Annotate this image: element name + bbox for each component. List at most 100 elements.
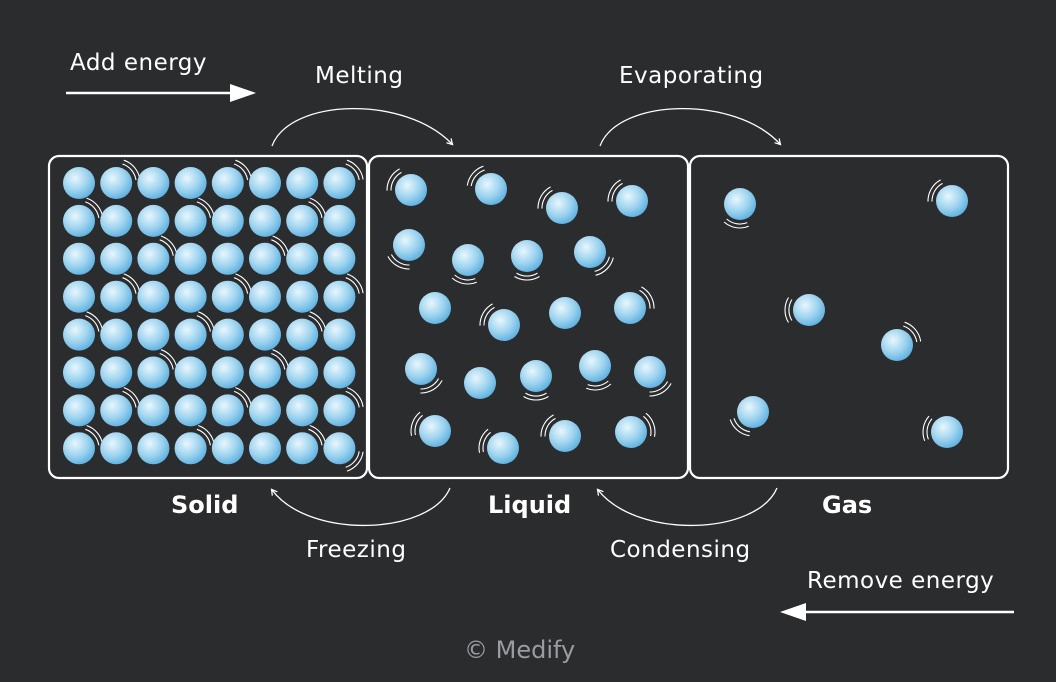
particle-sphere-icon [100,356,133,389]
particle-sphere-icon [614,292,646,324]
particle-sphere-icon [100,242,133,275]
vibration-arcs-icon [410,411,423,436]
vibration-arcs-icon [903,321,922,343]
particle-sphere-icon [323,318,356,351]
particle-sphere-icon [286,318,319,351]
particle-sphere-icon [452,244,484,276]
particle-sphere-icon [419,415,451,447]
particle-sphere-icon [100,432,133,465]
particle-sphere-icon [211,356,244,389]
particle-sphere-icon [249,356,281,389]
remove-energy-arrow [780,603,1014,621]
particle-sphere-icon [174,432,207,465]
particle-sphere-icon [100,394,133,427]
particle-sphere-icon [323,242,356,275]
vibration-arcs-icon [345,273,364,294]
particle-sphere-icon [323,356,356,389]
particle-sphere-icon [286,204,319,237]
freezing-arrow [270,487,451,527]
particle-sphere-icon [634,356,666,388]
particle-sphere-icon [137,167,170,199]
particle-sphere-icon [100,318,133,351]
particle-sphere-icon [63,242,95,275]
vibration-arcs-icon [514,272,540,281]
particle-sphere-icon [100,280,133,313]
vibration-arcs-icon [927,179,943,202]
particle-sphere-icon [137,394,170,427]
particle-sphere-icon [323,167,356,199]
gas-particles [723,179,968,448]
liquid-label: Liquid [488,491,572,519]
vibration-arcs-icon [643,412,656,437]
particle-sphere-icon [174,394,207,427]
vibration-arcs-icon [386,168,402,191]
solid-particles [63,159,364,472]
particle-sphere-icon [579,350,611,382]
particle-sphere-icon [137,318,170,351]
particle-sphere-icon [249,318,281,351]
particle-sphere-icon [211,432,244,465]
particle-sphere-icon [323,204,356,237]
particle-sphere-icon [63,356,95,389]
vibration-arcs-icon [922,415,933,442]
particle-sphere-icon [137,204,170,237]
liquid-particles [386,165,672,464]
particle-sphere-icon [249,280,281,313]
particle-sphere-icon [100,167,133,199]
particle-sphere-icon [174,242,207,275]
particle-sphere-icon [616,185,648,217]
vibration-arcs-icon [729,418,751,437]
particle-sphere-icon [63,280,95,313]
particle-sphere-icon [249,242,281,275]
particle-sphere-icon [249,204,281,237]
particle-sphere-icon [286,356,319,389]
particle-sphere-icon [286,280,319,313]
particle-sphere-icon [249,394,281,427]
particle-sphere-icon [174,204,207,237]
liquid-box [367,154,690,480]
particle-sphere-icon [174,318,207,351]
particle-sphere-icon [737,396,769,428]
particle-sphere-icon [419,292,451,324]
particle-sphere-icon [615,416,647,448]
particle-sphere-icon [137,280,170,313]
particle-sphere-icon [211,167,244,199]
particle-sphere-icon [936,185,968,217]
vibration-arcs-icon [607,179,623,202]
add-energy-label: Add energy [70,50,207,76]
gas-box [688,154,1010,480]
particle-sphere-icon [549,420,581,452]
vibration-arcs-icon [345,387,364,408]
vibration-arcs-icon [387,254,410,270]
vibration-arcs-icon [479,303,495,326]
solid-label: Solid [171,491,239,519]
remove-energy-label: Remove energy [807,568,995,594]
particle-sphere-icon [286,432,319,465]
condensing-arrow [596,487,778,527]
particle-sphere-icon [549,297,581,329]
particle-sphere-icon [286,167,319,199]
particle-sphere-icon [174,280,207,313]
vibration-arcs-icon [466,165,485,187]
particle-sphere-icon [174,356,207,389]
particle-sphere-icon [574,236,606,268]
particle-sphere-icon [323,280,356,313]
particle-sphere-icon [137,432,170,465]
particle-sphere-icon [881,329,913,361]
particle-sphere-icon [393,229,425,261]
vibration-arcs-icon [478,428,491,453]
vibration-arcs-icon [540,414,556,437]
particle-sphere-icon [63,204,95,237]
particle-sphere-icon [211,318,244,351]
particle-sphere-icon [211,394,244,427]
vibration-arcs-icon [451,274,478,285]
particle-sphere-icon [249,167,281,199]
particle-sphere-icon [100,204,133,237]
vibration-arcs-icon [594,256,614,276]
particle-sphere-icon [63,318,95,351]
melting-arrow [271,107,454,147]
particle-sphere-icon [63,167,95,199]
particle-sphere-icon [211,242,244,275]
melting-label: Melting [315,63,404,89]
